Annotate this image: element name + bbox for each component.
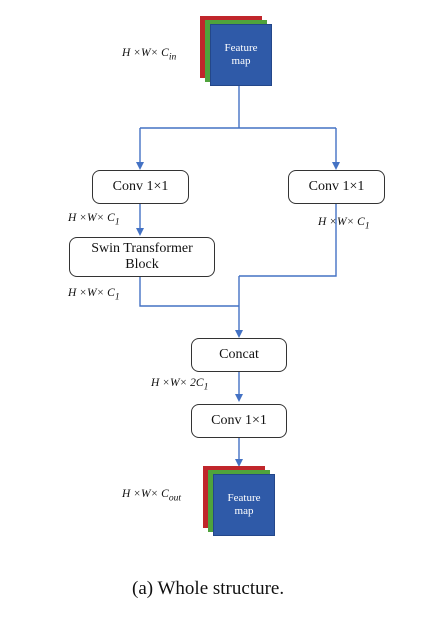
dim-prefix: H ×W× [122, 488, 162, 500]
dim-sub: 1 [114, 216, 120, 228]
dim-var: C [107, 212, 115, 224]
dim-prefix: H ×W× [318, 216, 358, 228]
dim-var: C [357, 216, 365, 228]
dim-sub: 1 [114, 291, 120, 303]
line-swin-to-merge [139, 276, 239, 307]
conv-left-label: Conv 1×1 [112, 179, 169, 194]
dim-label-conv-left: H ×W× C1 [68, 212, 120, 227]
dim-prefix: H ×W× 2 [151, 377, 196, 389]
conv-left-box: Conv 1×1 [92, 170, 189, 204]
concat-box: Concat [191, 338, 287, 372]
dim-label-output: H ×W× Cout [122, 488, 181, 503]
dim-sub: 1 [203, 381, 209, 393]
conv-right-box: Conv 1×1 [288, 170, 385, 204]
dim-label-conv-right: H ×W× C1 [318, 216, 370, 231]
feature-map-label-line1: Feature [227, 492, 261, 504]
conv-bottom-box: Conv 1×1 [191, 404, 287, 438]
dim-prefix: H ×W× [122, 47, 162, 59]
dim-label-swin: H ×W× C1 [68, 287, 120, 302]
dim-label-input: H ×W× Cin [122, 47, 176, 62]
dim-prefix: H ×W× [68, 212, 108, 224]
dim-sub: in [168, 51, 177, 63]
conv-right-label: Conv 1×1 [308, 179, 365, 194]
swin-label-line2: Block [125, 257, 159, 272]
dim-sub: 1 [364, 220, 370, 232]
feature-map-label-line2: map [234, 505, 254, 517]
concat-label: Concat [219, 347, 259, 362]
dim-var: C [161, 488, 169, 500]
dim-var: C [195, 377, 204, 389]
feature-map-label-line1: Feature [224, 42, 258, 54]
dim-label-concat: H ×W× 2C1 [151, 377, 208, 392]
swin-label-line1: Swin Transformer [91, 241, 193, 256]
feature-map-label-line2: map [231, 55, 251, 67]
dim-sub: out [168, 492, 182, 504]
line-conv-right-to-merge [239, 204, 337, 277]
dim-var: C [107, 287, 115, 299]
figure-caption: (a) Whole structure. [132, 578, 285, 599]
conv-bottom-label: Conv 1×1 [211, 413, 267, 428]
dim-prefix: H ×W× [68, 287, 108, 299]
dim-var: C [161, 47, 169, 59]
